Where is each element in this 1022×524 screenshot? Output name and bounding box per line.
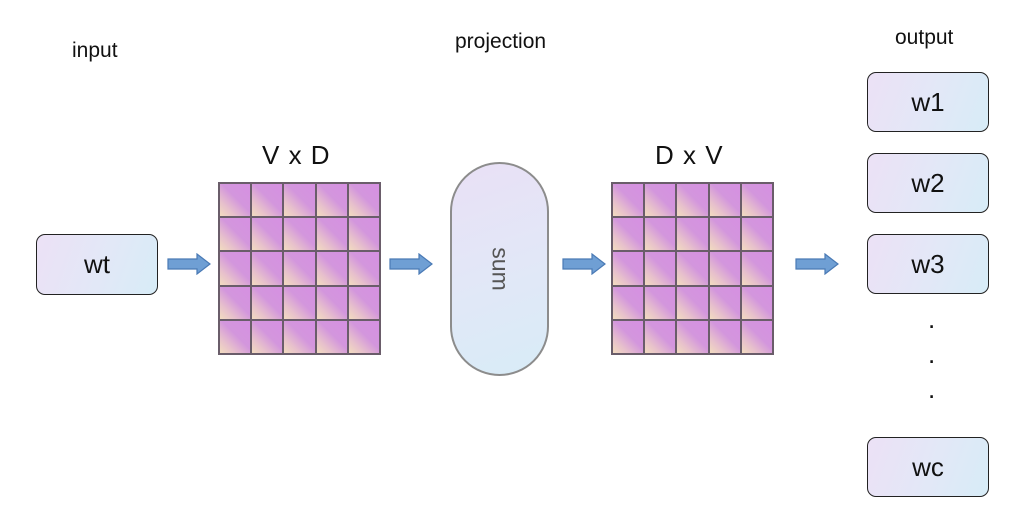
output-word-text: w1 [911,86,945,117]
matrix-dims-label: V x D [262,140,331,170]
output-word-text: w2 [911,167,945,198]
ellipsis-dot: . [928,304,936,334]
output-word-box: wc [867,437,989,497]
arrow-right-icon [389,253,433,275]
input-word-text: wt [84,249,110,279]
output-word-box: w2 [867,153,989,213]
projection-label: projection [455,30,547,53]
projection-sum-node: sum [450,162,549,376]
input-word-box: wt [36,234,158,295]
input-label: input [72,39,118,62]
output-word-text: wc [912,451,944,482]
matrix-dims-label: D x V [655,140,724,170]
ellipsis-dot: . [928,374,936,404]
arrow-right-icon [167,253,211,275]
output-matrix-dxv [611,182,774,355]
sum-label: sum [487,247,513,291]
output-word-box: w1 [867,72,989,132]
arrow-right-icon [562,253,606,275]
output-word-text: w3 [911,248,945,279]
arrow-right-icon [795,253,839,275]
embedding-matrix-vxd [218,182,381,355]
ellipsis-dot: . [928,339,936,369]
output-word-box: w3 [867,234,989,294]
output-label: output [895,26,954,49]
